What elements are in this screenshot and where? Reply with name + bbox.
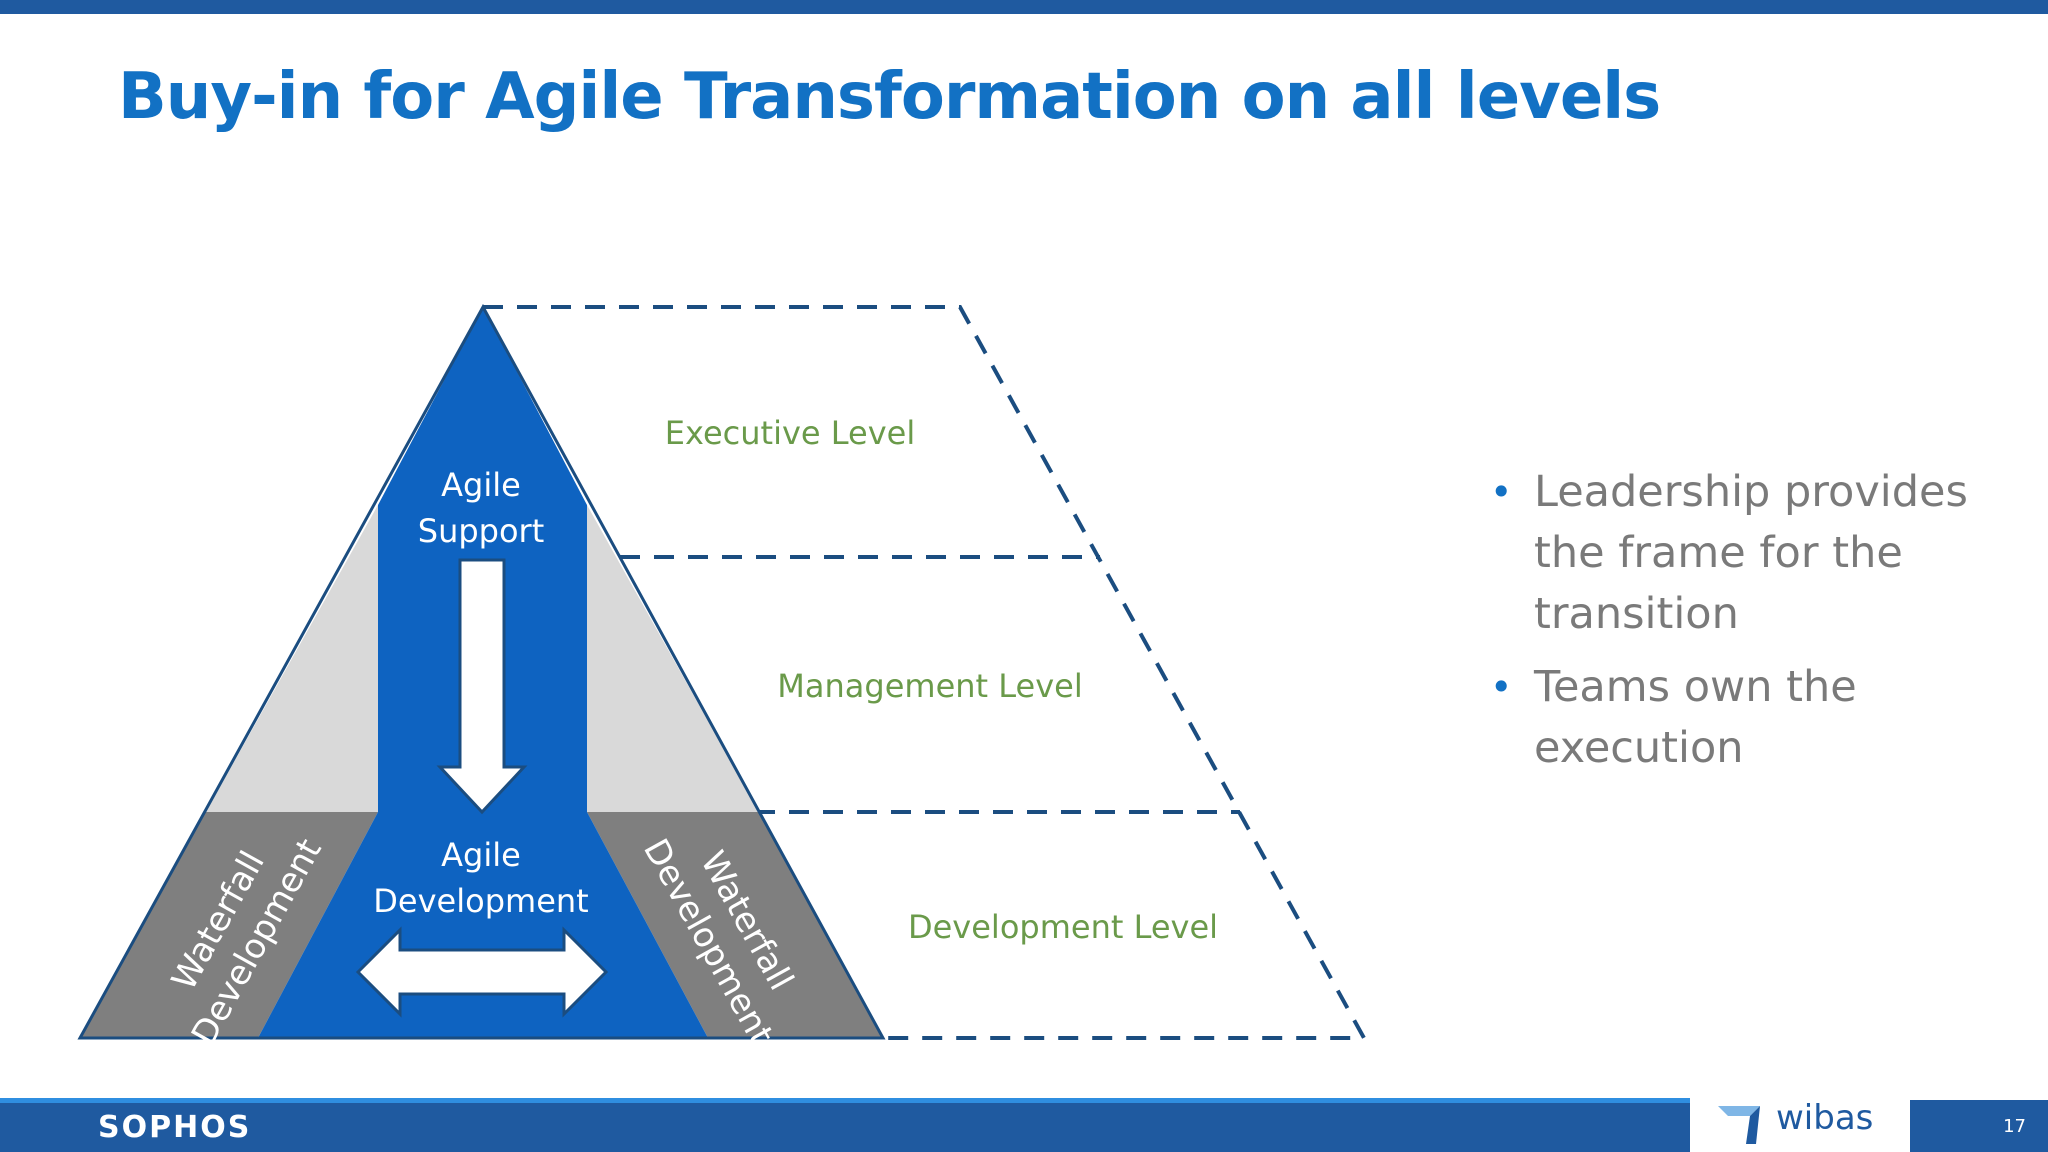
pyramid-outline [77, 303, 886, 1040]
executive-level-label: Executive Level [665, 414, 915, 452]
agile-development-label-line2: Development [373, 882, 588, 920]
bullet-dot-icon: • [1490, 665, 1513, 709]
wibas-mark-icon [1718, 1106, 1760, 1144]
wibas-logo: wibas [1690, 1088, 1910, 1152]
sophos-logo: SOPHOS [98, 1110, 252, 1145]
agile-support-label-line2: Support [418, 512, 545, 550]
down-arrow-icon [436, 558, 528, 815]
management-level-label: Management Level [777, 667, 1082, 705]
agile-development-label-line1: Agile [441, 836, 521, 874]
left-waterfall-region [80, 812, 378, 1038]
page-number: 17 [2003, 1116, 2026, 1137]
top-bar [0, 0, 2048, 14]
bullet-text: Leadership provides the frame for the tr… [1534, 467, 1968, 639]
slide-title: Buy-in for Agile Transformation on all l… [118, 60, 1661, 134]
agile-support-label-line1: Agile [441, 466, 521, 504]
footer-accent-line [0, 1098, 1690, 1103]
bullet-dot-icon: • [1490, 470, 1513, 514]
development-level-label: Development Level [908, 908, 1218, 946]
bullet-item: • Teams own the execution [1490, 657, 2010, 779]
right-waterfall-region [587, 812, 883, 1038]
trapezoid-outline [483, 305, 1368, 1040]
bullet-text: Teams own the execution [1534, 662, 1857, 773]
left-grey-region [206, 505, 378, 812]
wibas-logo-text: wibas [1776, 1098, 1874, 1138]
bullet-list: • Leadership provides the frame for the … [1490, 462, 2010, 791]
bullet-item: • Leadership provides the frame for the … [1490, 462, 2010, 645]
horizontal-double-arrow-icon [355, 926, 609, 1018]
